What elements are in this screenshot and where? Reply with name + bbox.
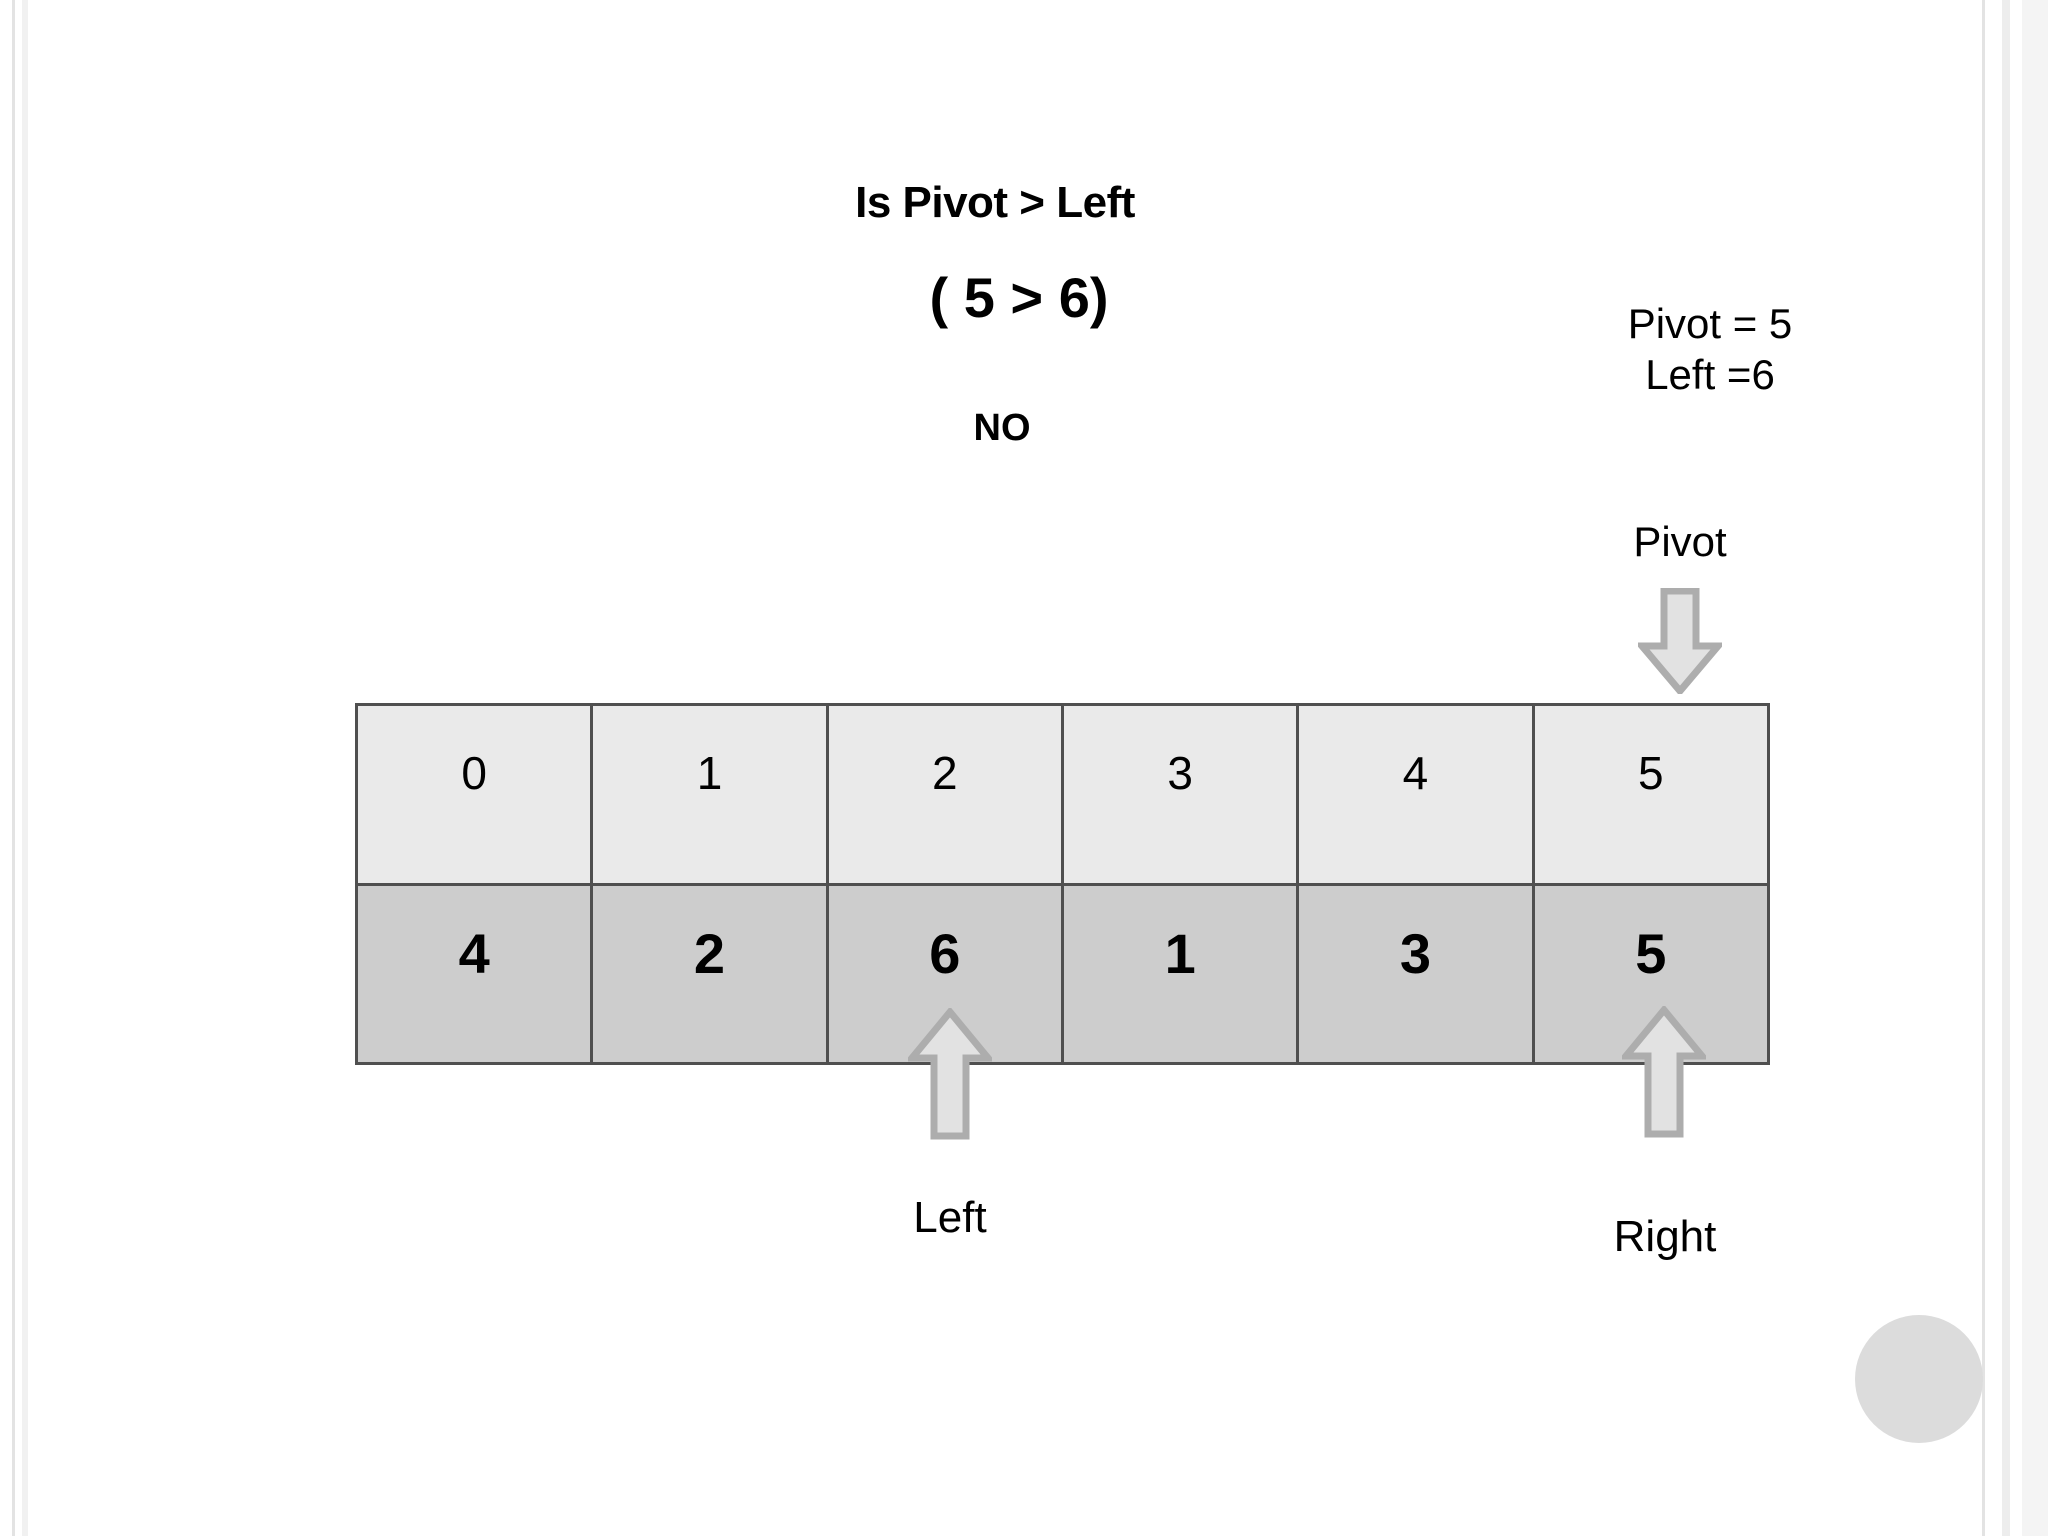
question-heading: Is Pivot > Left xyxy=(855,178,1135,227)
index-cell-3: 3 xyxy=(1060,703,1300,886)
left-value-text: Left =6 xyxy=(1645,351,1775,399)
pivot-left-values: Pivot = 5 Left =6 xyxy=(1520,298,1900,400)
value-cell-4: 3 xyxy=(1296,883,1535,1065)
answer-label: NO xyxy=(973,407,1031,449)
index-cell-5: 5 xyxy=(1531,703,1771,886)
index-cell-4: 4 xyxy=(1296,703,1535,886)
arrow-up-icon xyxy=(1622,1006,1706,1138)
left-pointer-label: Left xyxy=(913,1193,987,1242)
value-cell-5: 5 xyxy=(1531,883,1771,1065)
value-cell-1: 2 xyxy=(590,883,829,1065)
index-cell-0: 0 xyxy=(354,703,594,886)
index-cell-2: 2 xyxy=(825,703,1064,886)
index-cell-1: 1 xyxy=(590,703,829,886)
value-cell-2: 6 xyxy=(825,883,1064,1065)
page-edge-rule-left-inner xyxy=(22,0,28,1536)
comparison-expression: ( 5 > 6) xyxy=(929,266,1109,329)
page-edge-rule-left xyxy=(12,0,15,1536)
page-edge-rule-right-outer xyxy=(2022,0,2048,1536)
table-row-indices: 0 1 2 3 4 5 xyxy=(354,703,1771,886)
value-cell-0: 4 xyxy=(354,883,594,1065)
right-pointer-label: Right xyxy=(1613,1212,1717,1261)
arrow-up-icon xyxy=(908,1008,992,1140)
page-edge-rule-right xyxy=(1982,0,1985,1536)
circle-icon xyxy=(1855,1315,1983,1443)
table-row-values: 4 2 6 1 3 5 xyxy=(354,883,1771,1065)
arrow-down-icon xyxy=(1638,588,1722,694)
page-edge-rule-right-inner xyxy=(2002,0,2010,1536)
pivot-pointer-label: Pivot xyxy=(1633,518,1727,565)
value-cell-3: 1 xyxy=(1060,883,1300,1065)
array-table: 0 1 2 3 4 5 4 2 6 1 3 5 xyxy=(354,703,1771,1065)
pivot-value-text: Pivot = 5 xyxy=(1627,300,1793,347)
